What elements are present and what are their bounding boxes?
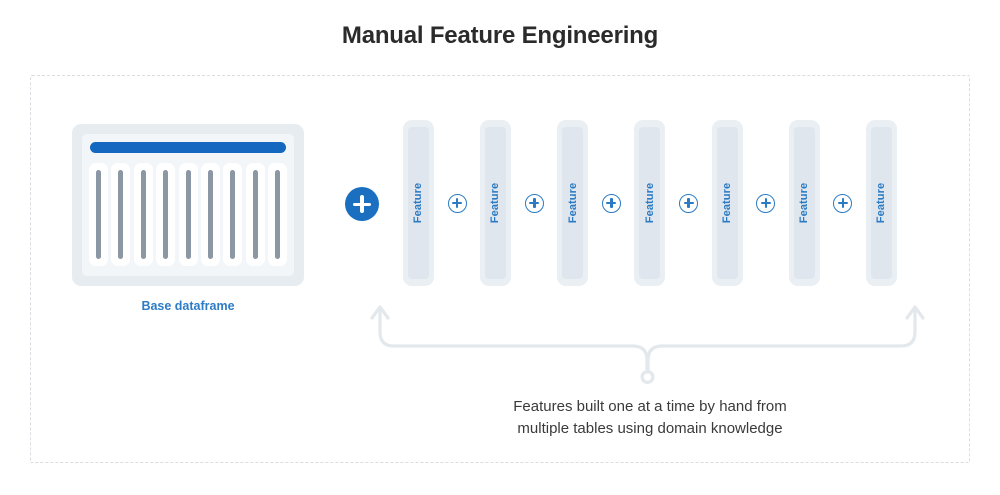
dataframe-column [178,163,198,266]
plus-icon [756,193,776,213]
dataframe-column-bar [140,170,146,259]
dataframe-column-bar [207,170,213,259]
dataframe-column-bar [275,170,280,259]
brace-right-path [646,306,917,374]
plus-icon-vertical-bar [764,198,767,209]
feature-card: Feature [711,120,743,286]
feature-card-label: Feature [412,182,425,224]
plus-icon [447,193,467,213]
feature-card: Feature [788,120,820,286]
dataframe-column [200,163,220,266]
plus-icon-vertical-bar [610,198,613,209]
feature-card: Feature [480,120,512,286]
dataframe-column-bar [163,170,169,259]
feature-card-label: Feature [566,182,579,224]
brace-left-arrowhead [370,305,390,320]
feature-card: Feature [557,120,589,286]
feature-card-inner [485,127,507,279]
feature-card-inner [639,127,661,279]
plus-icon [679,193,699,213]
feature-card-label: Feature [798,182,811,224]
caption-line-1: Features built one at a time by hand fro… [513,398,787,415]
dataframe-column [156,163,176,266]
caption: Features built one at a time by hand fro… [400,396,900,440]
dataframe-column-bar [185,170,191,259]
feature-card-inner [562,127,584,279]
brace-left-path [378,306,649,374]
feature-card-inner [408,127,429,279]
plus-icon [524,193,544,213]
dataframe-column [223,163,243,266]
plus-icon-vertical-bar [533,198,536,209]
dataframe-column-bar [96,170,101,259]
feature-card-label: Feature [489,182,502,224]
plus-icon [345,187,379,221]
feature-card-inner [870,127,892,279]
feature-row: Feature Feature Feature Feature [403,120,897,286]
feature-card: Feature [865,120,897,286]
dataframe-column [89,163,108,266]
plus-icon [601,193,621,213]
base-dataframe-graphic [72,124,304,286]
curly-brace-icon [370,305,925,384]
dataframe-column-bar [230,170,236,259]
brace-right-arrowhead [905,305,925,320]
base-dataframe-label: Base dataframe [141,299,235,313]
dataframe-outer-box [72,124,304,286]
dataframe-column [268,163,287,266]
caption-line-2: multiple tables using domain knowledge [517,420,783,437]
feature-card-inner [793,127,815,279]
page-title: Manual Feature Engineering [341,22,659,49]
dataframe-columns [89,163,287,266]
dataframe-column-bar [118,170,124,259]
brace-center-dot [640,369,655,384]
plus-icon-vertical-bar [455,198,459,209]
feature-card-label: Feature [875,182,888,224]
dataframe-header-bar [90,142,286,153]
plus-icon-vertical-bar [687,198,690,209]
dataframe-column-bar [252,170,258,259]
feature-card: Feature [634,120,666,286]
dataframe-column [133,163,153,266]
feature-card-label: Feature [643,182,656,224]
dataframe-column [111,163,131,266]
dataframe-column [245,163,265,266]
diagram-dashed-frame [30,75,970,463]
feature-card: Feature [403,120,434,286]
plus-icon-vertical-bar [841,198,845,209]
feature-card-inner [716,127,738,279]
plus-icon [833,193,853,213]
feature-card-label: Feature [721,182,734,224]
plus-icon-vertical-bar [360,195,364,213]
